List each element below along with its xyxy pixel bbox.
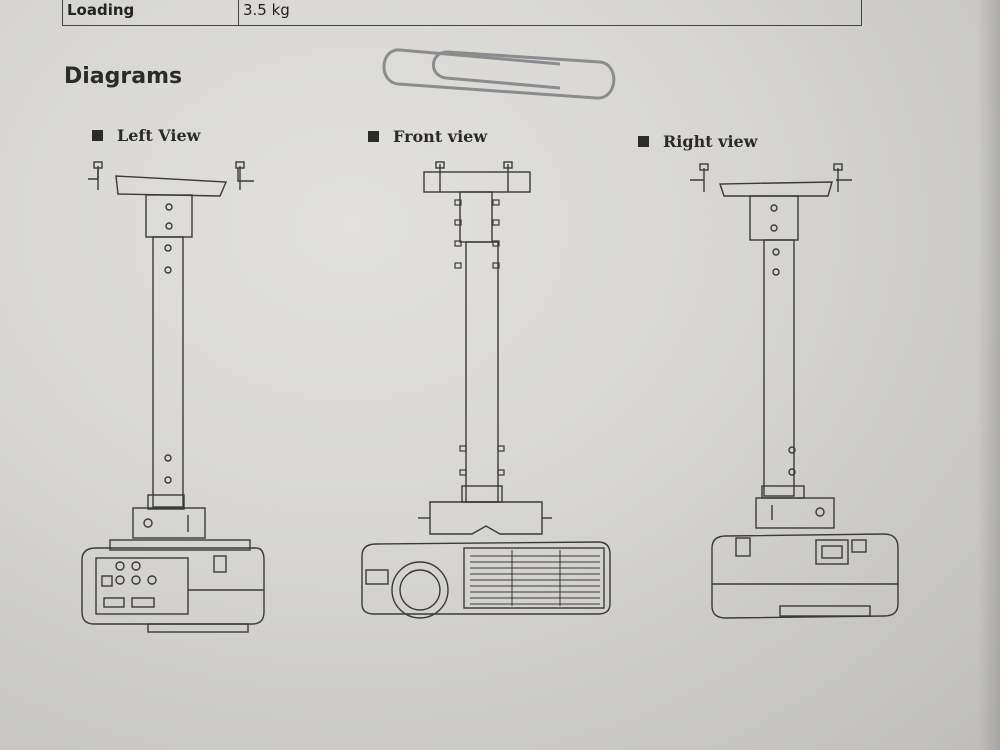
spec-table: Loading 3.5 kg bbox=[62, 0, 862, 26]
section-heading: Diagrams bbox=[64, 64, 183, 89]
page-edge-shadow bbox=[978, 0, 1000, 750]
left-view-diagram bbox=[81, 161, 265, 633]
right-view-text: Right view bbox=[663, 132, 758, 151]
spec-label: Loading bbox=[63, 0, 239, 25]
right-view-diagram bbox=[690, 163, 899, 619]
front-view-label: Front view bbox=[368, 127, 487, 146]
left-view-text: Left View bbox=[117, 126, 201, 145]
bullet-square-icon bbox=[92, 130, 103, 141]
bullet-square-icon bbox=[638, 136, 649, 147]
front-view-diagram bbox=[361, 161, 611, 619]
paperclip-icon bbox=[382, 48, 616, 100]
right-view-label: Right view bbox=[638, 132, 757, 151]
front-view-text: Front view bbox=[393, 127, 488, 146]
left-view-label: Left View bbox=[92, 126, 200, 145]
spec-value: 3.5 kg bbox=[243, 1, 290, 19]
bullet-square-icon bbox=[368, 131, 379, 142]
